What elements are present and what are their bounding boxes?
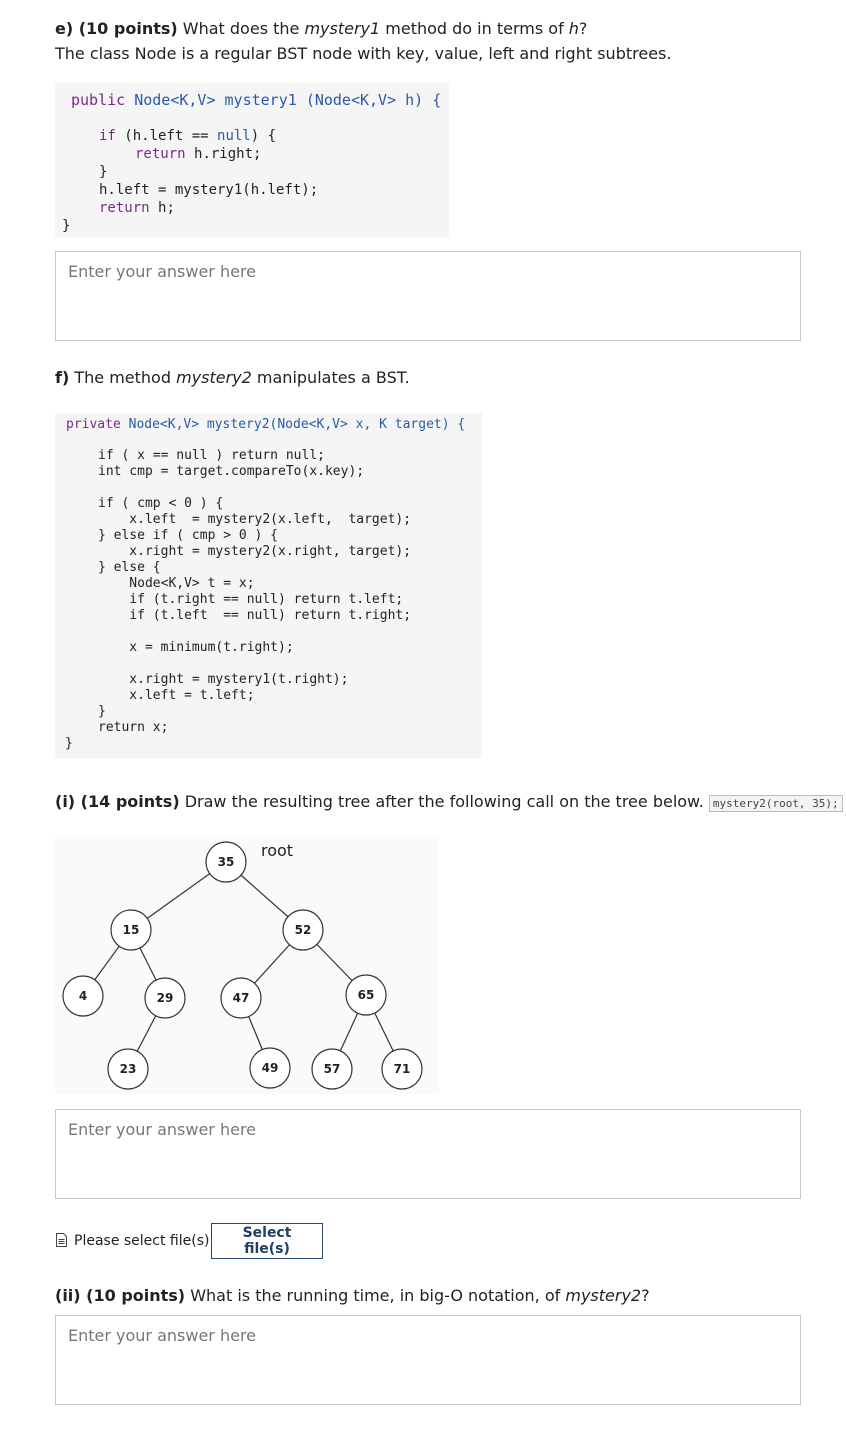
code-line: if (t.left == null) return t.right;	[98, 608, 412, 623]
code-closing-brace: }	[65, 736, 73, 751]
code-line: int cmp = target.compareTo(x.key);	[98, 464, 365, 479]
svg-text:29: 29	[157, 991, 174, 1005]
tree-node: 52	[282, 909, 324, 951]
question-e-description: The class Node is a regular BST node wit…	[55, 44, 672, 63]
svg-text:52: 52	[295, 923, 312, 937]
svg-text:71: 71	[394, 1062, 411, 1076]
code-line: return h;	[99, 200, 175, 216]
part-i-title: (i) (14 points) Draw the resulting tree …	[55, 791, 843, 815]
select-files-button[interactable]: Select file(s)	[211, 1223, 323, 1259]
code-line: x.left = mystery2(x.left, target);	[98, 512, 412, 527]
file-upload-label: Please select file(s)	[55, 1232, 209, 1250]
question-f-title: f) The method mystery2 manipulates a BST…	[55, 368, 410, 387]
code-line: x.right = mystery2(x.right, target);	[98, 544, 412, 559]
root-label: root	[261, 841, 293, 860]
code-line: x.left = t.left;	[98, 688, 255, 703]
tree-node: 57	[311, 1048, 353, 1090]
svg-text:23: 23	[120, 1062, 137, 1076]
code-line: } else {	[98, 560, 161, 575]
code-line: h.left = mystery1(h.left);	[99, 182, 319, 198]
question-e-title: e) (10 points) What does the mystery1 me…	[55, 19, 588, 38]
code-line: return x;	[98, 720, 169, 735]
code-line: if ( cmp < 0 ) {	[98, 496, 224, 511]
mystery2-code-block: private Node<K,V> mystery2(Node<K,V> x, …	[55, 413, 482, 758]
tree-node: 4	[62, 975, 104, 1017]
code-closing-brace: }	[62, 218, 71, 234]
code-line: } else if ( cmp > 0 ) {	[98, 528, 279, 543]
part-ii-title: (ii) (10 points) What is the running tim…	[55, 1286, 650, 1305]
tree-node: 35	[205, 841, 247, 883]
code-line: Node<K,V> t = x;	[98, 576, 255, 591]
question-e-answer-input[interactable]	[55, 251, 801, 341]
tree-node: 29	[144, 977, 186, 1019]
part-i-answer-input[interactable]	[55, 1109, 801, 1199]
tree-node: 65	[345, 974, 387, 1016]
svg-text:35: 35	[218, 855, 235, 869]
code-line: }	[98, 704, 106, 719]
tree-node: 71	[381, 1048, 423, 1090]
svg-text:65: 65	[358, 988, 375, 1002]
svg-text:57: 57	[324, 1062, 341, 1076]
code-line: if ( x == null ) return null;	[98, 448, 325, 463]
part-ii-answer-input[interactable]	[55, 1315, 801, 1405]
code-line: x.right = mystery1(t.right);	[98, 672, 349, 687]
tree-node: 47	[220, 977, 262, 1019]
code-line: public Node<K,V> mystery1 (Node<K,V> h) …	[71, 91, 442, 109]
tree-node: 49	[249, 1047, 291, 1089]
mystery1-code-block: public Node<K,V> mystery1 (Node<K,V> h) …	[55, 83, 449, 237]
bst-tree-svg: root 35 15 52 4 29 47 65 23 49 57 71	[62, 841, 423, 1090]
document-icon	[56, 1233, 67, 1247]
tree-node: 15	[110, 909, 152, 951]
svg-text:49: 49	[262, 1061, 279, 1075]
bst-tree-figure: root 35 15 52 4 29 47 65 23 49 57 71	[55, 837, 439, 1094]
code-line: }	[99, 164, 108, 180]
code-line: private Node<K,V> mystery2(Node<K,V> x, …	[66, 417, 466, 432]
svg-text:15: 15	[123, 923, 140, 937]
call-snippet: mystery2(root, 35);	[708, 795, 843, 812]
code-line: return h.right;	[135, 146, 262, 162]
svg-text:4: 4	[79, 989, 87, 1003]
tree-node: 23	[107, 1048, 149, 1090]
svg-text:47: 47	[233, 991, 250, 1005]
code-line: if (h.left == null) {	[99, 128, 277, 144]
code-line: if (t.right == null) return t.left;	[98, 592, 404, 607]
code-line: x = minimum(t.right);	[98, 640, 294, 655]
